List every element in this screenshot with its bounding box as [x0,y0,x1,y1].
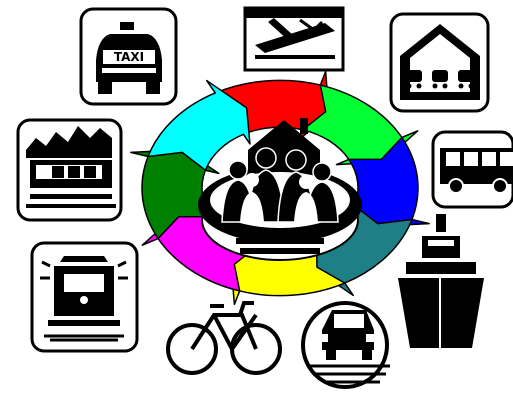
car-icon [303,303,390,387]
parking-garage-icon [391,14,488,111]
ship-icon [398,214,484,348]
taxi-icon: TAXI [81,9,176,104]
crane-icon [245,8,343,70]
elevated-train-icon [18,120,121,220]
locomotive-icon [32,243,137,351]
bicycle-icon [168,303,280,373]
bus-icon [433,132,513,207]
taxi-sign-text: TAXI [114,50,144,64]
